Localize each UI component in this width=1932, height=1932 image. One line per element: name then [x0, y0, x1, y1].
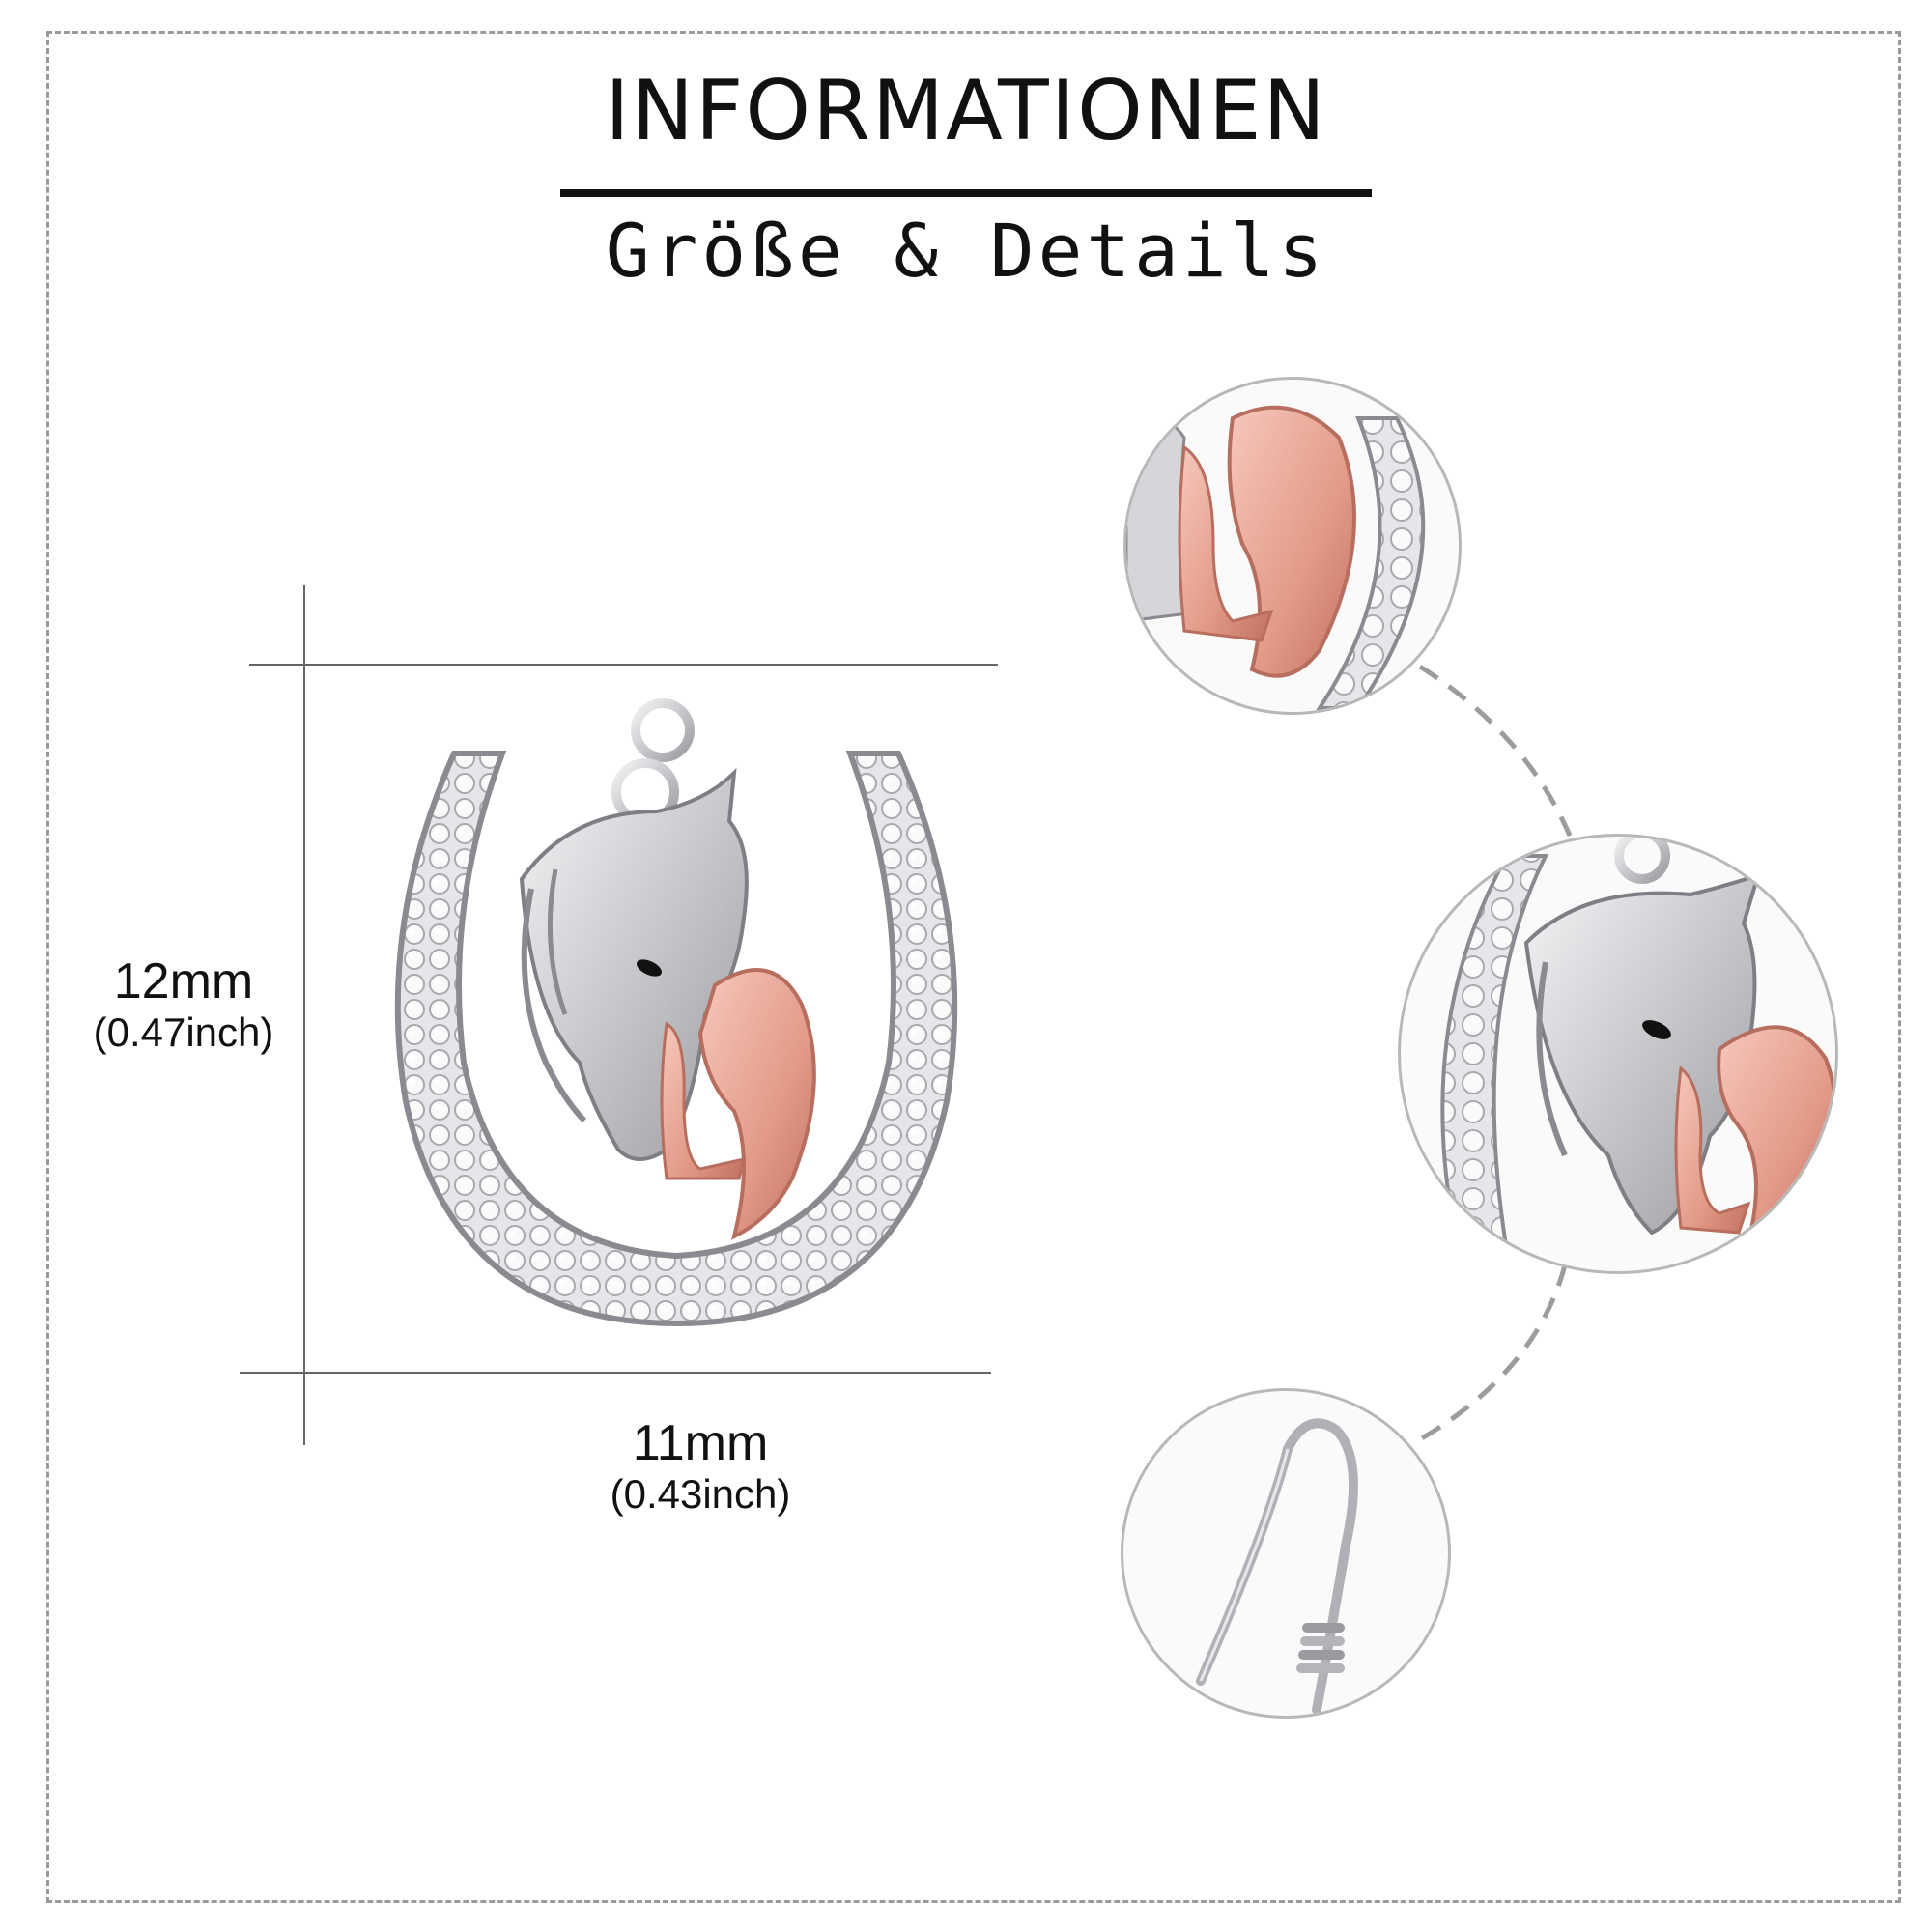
girl-figure-closeup-icon: [1126, 405, 1426, 710]
ear-hook-icon: [1196, 1418, 1358, 1715]
horseshoe-pendant-icon: [394, 698, 958, 1327]
height-dimension-label: 12mm (0.47inch): [68, 956, 299, 1053]
height-mm: 12mm: [113, 953, 254, 1009]
page-subtitle: Größe & Details: [605, 208, 1327, 294]
detail-circle-bottom: [1121, 1388, 1451, 1719]
width-inch: (0.43inch): [610, 1471, 791, 1517]
height-inch: (0.47inch): [93, 1009, 274, 1055]
page-title: INFORMATIONEN: [605, 63, 1327, 159]
top-guide-horizontal: [249, 664, 998, 666]
width-mm: 11mm: [632, 1415, 769, 1471]
dashed-frame: [46, 31, 1901, 1903]
horse-head-closeup-icon: [1440, 837, 1835, 1254]
width-dimension-label: 11mm (0.43inch): [580, 1418, 821, 1515]
height-guide-vertical: [303, 585, 305, 1445]
title-divider: [560, 189, 1372, 197]
detail-circle-top: [1123, 377, 1462, 715]
hook-coil: [1296, 1623, 1345, 1673]
detail-circle-middle: [1398, 834, 1838, 1274]
bottom-guide-horizontal: [240, 1372, 991, 1374]
